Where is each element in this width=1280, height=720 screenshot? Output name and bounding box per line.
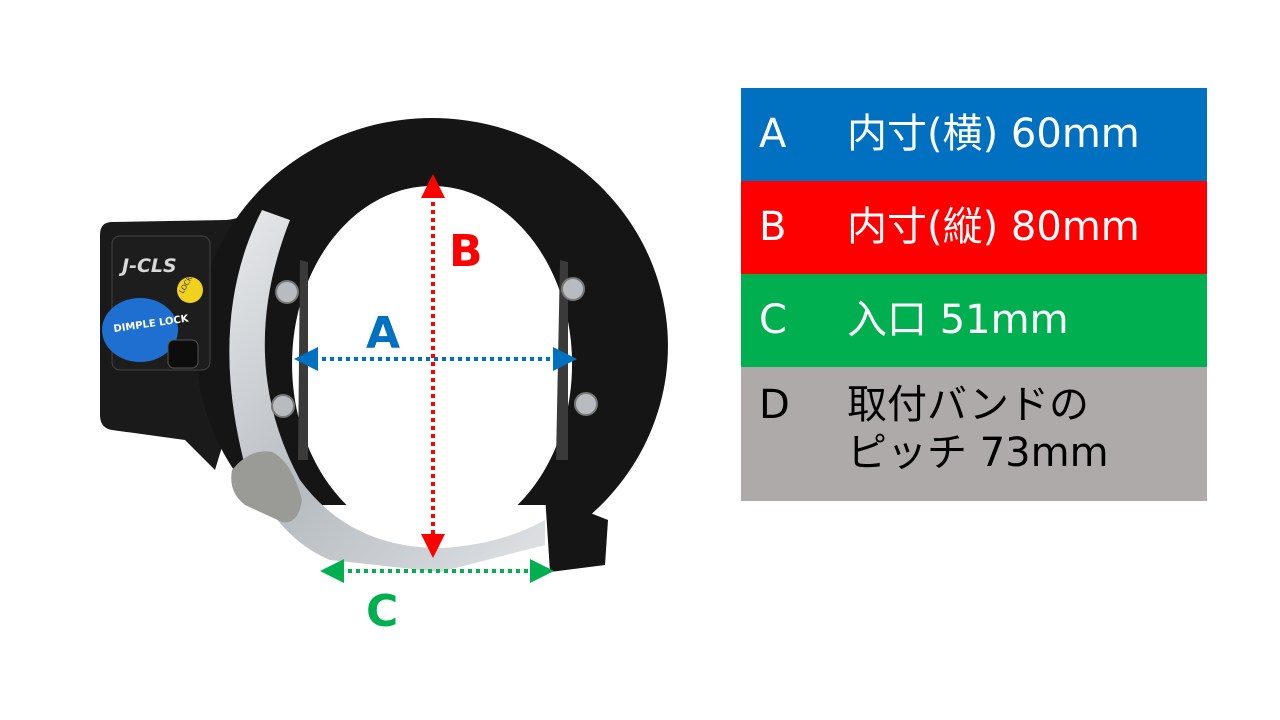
- legend-desc-d: 取付バンドの ピッチ 73mm: [847, 382, 1109, 476]
- legend-desc-b: 内寸(縦) 80mm: [847, 204, 1140, 250]
- dimension-label-b: B: [449, 226, 483, 277]
- legend-row-a: A 内寸(横) 60mm: [741, 88, 1207, 181]
- rivet: [561, 277, 585, 301]
- legend-desc-a: 内寸(横) 60mm: [847, 111, 1140, 157]
- rivet: [271, 394, 295, 418]
- legend-key-d: D: [759, 382, 790, 428]
- legend-key-a: A: [759, 111, 787, 157]
- dimension-label-c: C: [366, 586, 398, 637]
- legend-row-d: D 取付バンドの ピッチ 73mm: [741, 367, 1207, 501]
- legend-row-c: C 入口 51mm: [741, 274, 1207, 367]
- brand-logo: J-CLS: [118, 255, 177, 277]
- lock-diagram: J-CLS DIMPLE LOCK LOCK A B C: [100, 118, 668, 637]
- legend-desc-c: 入口 51mm: [847, 297, 1069, 343]
- rivet: [275, 280, 299, 304]
- legend-key-b: B: [759, 204, 787, 250]
- dimension-label-a: A: [366, 308, 400, 359]
- lock-tag-icon: [177, 277, 203, 303]
- dimension-legend: A 内寸(横) 60mm B 内寸(縦) 80mm C 入口 51mm D 取付…: [741, 88, 1207, 501]
- brand-sticker-blue: [102, 298, 178, 362]
- lock-shackle: [229, 210, 545, 572]
- lock-latch: [545, 495, 608, 572]
- legend-key-c: C: [759, 297, 787, 343]
- rivet: [574, 392, 598, 416]
- legend-row-b: B 内寸(縦) 80mm: [741, 181, 1207, 274]
- lock-ring: [195, 118, 668, 574]
- key-slot: [167, 339, 199, 369]
- lock-lever: [231, 451, 302, 523]
